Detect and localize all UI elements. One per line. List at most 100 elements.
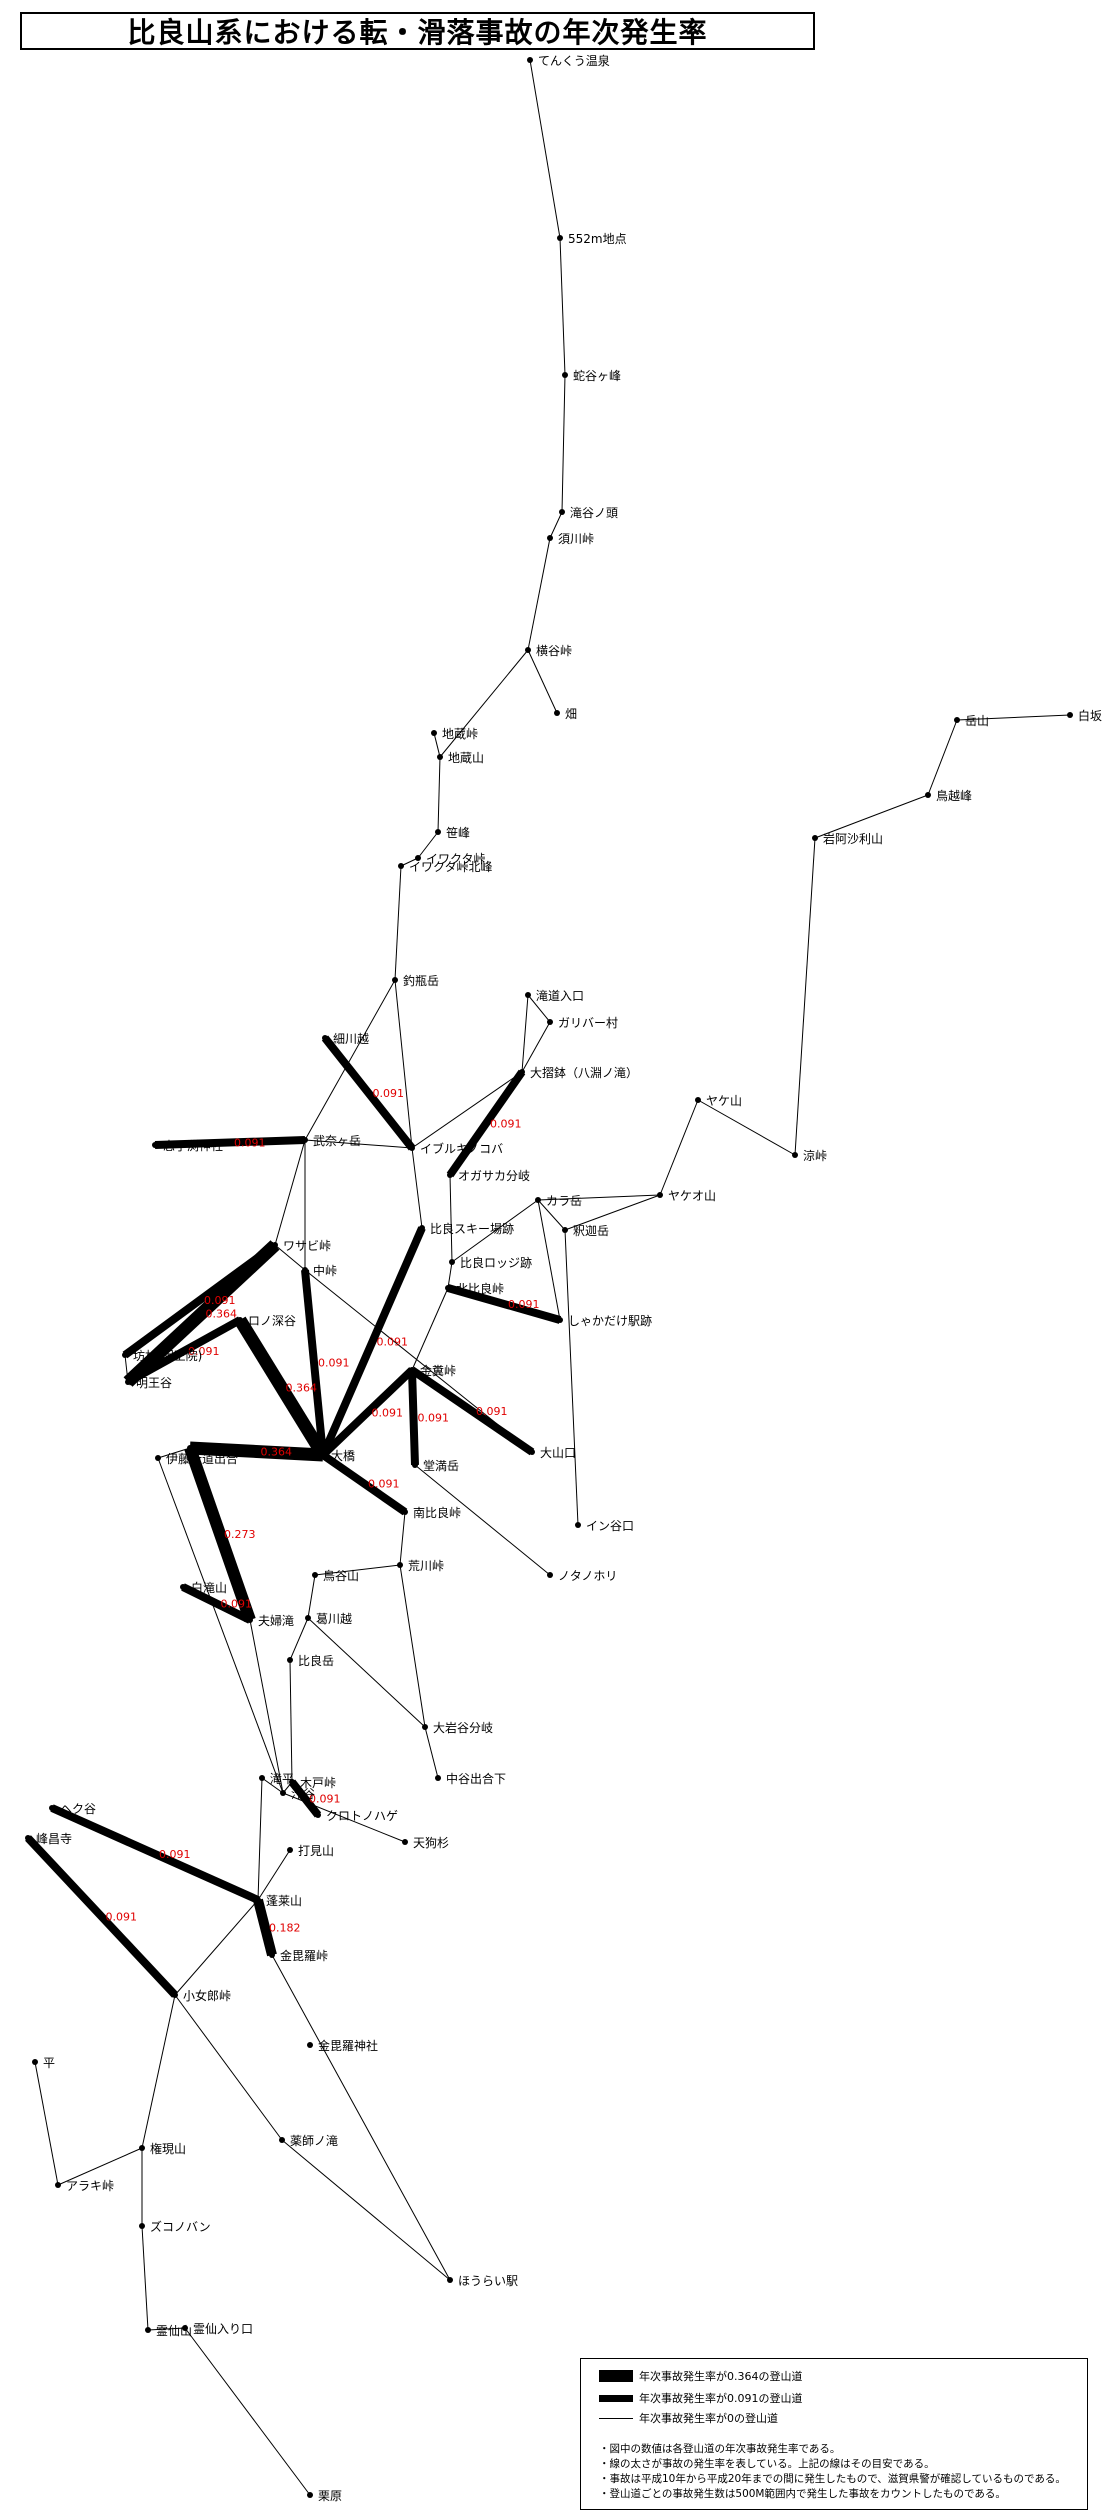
- place-marker-hosokawa: [322, 1035, 328, 1041]
- place-label-sasamine: 笹峰: [446, 826, 470, 840]
- place-label-oyama: 大山口: [540, 1446, 576, 1460]
- place-label-jagatani: 蛇谷ヶ峰: [573, 368, 621, 383]
- place-label-horaisan: 蓬莱山: [266, 1894, 302, 1908]
- trail-torinoyama-aratoge: [314, 1564, 401, 1576]
- place-marker-gongenyama: [139, 2145, 145, 2151]
- trail-aratoge-oiwatani: [399, 1564, 426, 1728]
- place-marker-ibuki: [409, 1145, 415, 1151]
- place-marker-torigoe: [925, 792, 931, 798]
- place-marker-dogenmeido: [320, 1452, 326, 1458]
- trail-yakeoyama-karadake: [537, 1194, 661, 1201]
- legend-label-0: 年次事故発生率が0の登山道: [639, 2412, 778, 2425]
- trail-iwaasari-torigoe: [814, 794, 929, 839]
- place-marker-wasabi: [272, 1242, 278, 1248]
- place-marker-myooudani: [125, 1379, 131, 1385]
- trail-kokoba-dogenmeido: [189, 1441, 324, 1462]
- place-label-kokoba: コバ: [198, 1442, 222, 1456]
- place-marker-iwakuta: [415, 855, 421, 861]
- place-marker-osuribachi: [519, 1069, 525, 1075]
- place-marker-aragitoge: [55, 2182, 61, 2188]
- trail-karadake-hiralodge: [451, 1199, 539, 1263]
- trail-shirataki-fufutaki: [181, 1583, 252, 1624]
- trail-yakeoyama-shakadake: [564, 1194, 661, 1231]
- place-marker-oiwatani: [422, 1724, 428, 1730]
- place-label-hatake: 畑: [565, 707, 577, 721]
- place-label-horaieki: ほうらい駅: [458, 2274, 518, 2288]
- place-marker-bomura: [122, 1352, 128, 1358]
- place-label-uchimiyama: 打見山: [298, 1844, 334, 1858]
- place-label-hiralodge: 比良ロッジ跡: [460, 1255, 532, 1270]
- trail-jiga-tengusugi: [282, 1792, 406, 1843]
- place-label-kurotonohage: クロトノハゲ: [326, 1809, 398, 1823]
- place-marker-konpiratoge: [269, 1952, 275, 1958]
- place-label-ogasaka: オガサカ分岐: [458, 1169, 530, 1183]
- place-marker-kurihara: [307, 2492, 313, 2498]
- place-marker-hatake: [554, 710, 560, 716]
- trail-gulliver-osuribachi: [521, 1021, 551, 1073]
- trail-hiradake-kidotoge: [289, 1659, 293, 1783]
- place-label-takeyama: 岳山: [965, 714, 989, 728]
- place-marker-shakadake: [562, 1227, 568, 1233]
- place-marker-gashoji: [25, 1835, 31, 1841]
- place-marker-reisenzan: [145, 2327, 151, 2333]
- legend-note: ・登山道ごとの事故発生数は500M範囲内で発生した事故をカウントしたものである。: [599, 2488, 1006, 2500]
- rate-label: 0.091: [418, 1412, 450, 1425]
- trail-reisenguchi-kurihara: [184, 2327, 311, 2496]
- place-label-shakadake: 釈迦岳: [573, 1224, 609, 1238]
- trail-horaisan-konpiratoge: [253, 1898, 277, 1957]
- place-label-takidani: 滝谷ノ頭: [570, 506, 618, 520]
- trail-dojoudake-notanohori: [414, 1464, 551, 1576]
- trail-kanatoge-dogenmeido: [320, 1367, 415, 1458]
- place-marker-zukonoban: [139, 2223, 145, 2229]
- place-marker-horaieki: [447, 2277, 453, 2283]
- trail-katsuragawa-hiradake: [289, 1617, 309, 1661]
- place-label-kanatoge: 金糞峠: [420, 1363, 456, 1378]
- place-marker-suzumi: [792, 1152, 798, 1158]
- place-marker-kokoba: [187, 1445, 193, 1451]
- trail-myooudani-kuchifuka: [126, 1316, 242, 1386]
- legend-line-thick: [599, 2370, 633, 2382]
- place-label-dogenmeido: 大橋: [331, 1449, 355, 1463]
- place-label-torinoyama: 鳥谷山: [323, 1568, 359, 1583]
- legend-line-medium: [599, 2394, 633, 2402]
- place-label-konpiratoge: 金毘羅峠: [280, 1948, 328, 1963]
- trail-shishibuchi-bunagatake: [154, 1136, 306, 1149]
- rate-label: 0.091: [476, 1405, 508, 1418]
- rate-label: 0.091: [373, 1087, 405, 1100]
- place-marker-takeyama: [954, 717, 960, 723]
- trail-ibukishindo-kokoba: [157, 1447, 191, 1459]
- trail-bunagatake-wasabi: [274, 1139, 306, 1246]
- trail-yakushi-horaieki: [281, 2139, 451, 2281]
- trail-horaisan-kojorotoge: [174, 1899, 259, 1996]
- place-marker-konpirajinja: [307, 2042, 313, 2048]
- place-label-kojorotoge: 小女郎峠: [183, 1988, 231, 2003]
- place-marker-inudani: [575, 1522, 581, 1528]
- place-label-minamihira: 南比良峠: [413, 1505, 461, 1520]
- place-label-wasabi: ワサビ峠: [283, 1238, 331, 1253]
- place-label-iwakuta: イワクタ峠: [426, 851, 486, 866]
- legend-label-0364: 年次事故発生率が0.364の登山道: [639, 2370, 803, 2383]
- trail-jizoyama-sasamine: [437, 756, 441, 833]
- place-marker-taira: [32, 2059, 38, 2065]
- place-marker-nakatanideai: [435, 1775, 441, 1781]
- rate-label: 0.091: [508, 1298, 540, 1311]
- place-label-nakatoge: 中峠: [313, 1263, 337, 1278]
- place-label-tengusugi: 天狗杉: [413, 1836, 449, 1850]
- trail-takidani-sugawa: [549, 511, 563, 539]
- place-marker-kojorotoge: [172, 1992, 178, 1998]
- place-label-konpirajinja: 金毘羅神社: [318, 2038, 378, 2053]
- place-marker-tsuribe: [392, 977, 398, 983]
- place-label-ibuki: イブルキノコバ: [420, 1141, 503, 1156]
- place-label-iwakutakita: イワクタ峠北峰: [409, 859, 493, 874]
- place-marker-yakeyama: [695, 1097, 701, 1103]
- place-label-iwaasari: 岩阿沙利山: [823, 831, 883, 846]
- rate-label: 0.091: [377, 1336, 409, 1349]
- trail-wasabi-nakatoge: [274, 1244, 306, 1271]
- place-marker-yakeoyama: [657, 1192, 663, 1198]
- place-marker-jiga: [280, 1790, 286, 1796]
- place-marker-iwakutakita: [398, 863, 404, 869]
- trail-horaisan-takihira: [257, 1777, 263, 1901]
- place-marker-nakatoge: [302, 1267, 308, 1273]
- trail-aragitoge-gongenyama: [57, 2147, 143, 2186]
- place-label-hekudani: ヘク谷: [60, 1802, 96, 1816]
